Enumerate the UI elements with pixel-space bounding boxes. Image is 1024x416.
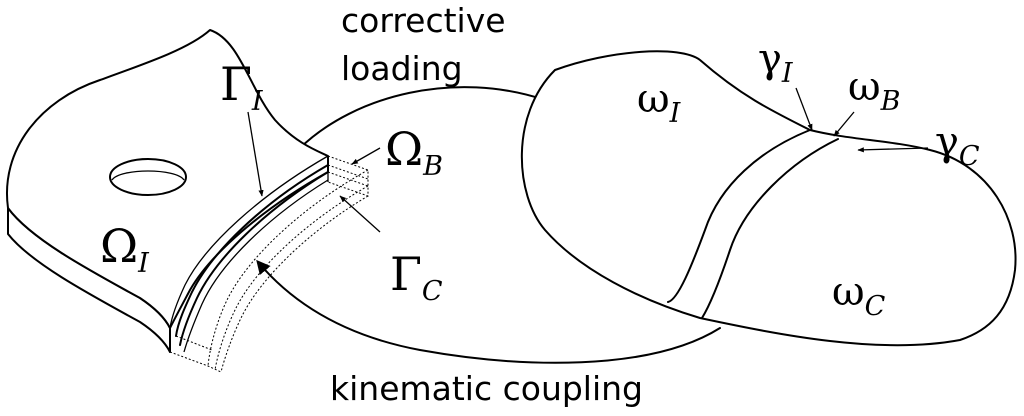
corrective-label-line2: loading	[341, 49, 463, 88]
hole-shape	[109, 158, 187, 196]
gamma-c-right-leader	[857, 147, 929, 153]
gamma-i-left-label: ΓI	[220, 57, 264, 117]
omega-b-right-label: ωB	[848, 64, 900, 117]
gamma-c-leader	[339, 195, 381, 233]
gamma-i-left-leader	[247, 111, 264, 197]
kinematic-coupling-arrow	[256, 259, 721, 364]
gamma-c-right-label: γC	[935, 119, 980, 172]
left-plate-omega-i	[6, 29, 329, 353]
gamma-c-left-label: ΓC	[390, 247, 443, 307]
kinematic-coupling-label: kinematic coupling	[330, 369, 643, 408]
omega-c-right-label: ωC	[832, 269, 886, 322]
omega-i-left-label: ΩI	[100, 219, 150, 279]
gamma-i-right-label: γI	[758, 36, 794, 89]
omega-b-right-leader	[833, 111, 855, 137]
omega-b-left-label: ΩB	[385, 122, 443, 182]
bridging-region-dotted	[169, 155, 369, 373]
omega-b-leader	[351, 147, 381, 165]
omega-i-right-label: ωI	[637, 76, 682, 129]
right-domain-omega	[520, 50, 1017, 347]
gamma-i-right-leader	[795, 87, 813, 131]
corrective-label-line1: corrective	[341, 1, 506, 40]
